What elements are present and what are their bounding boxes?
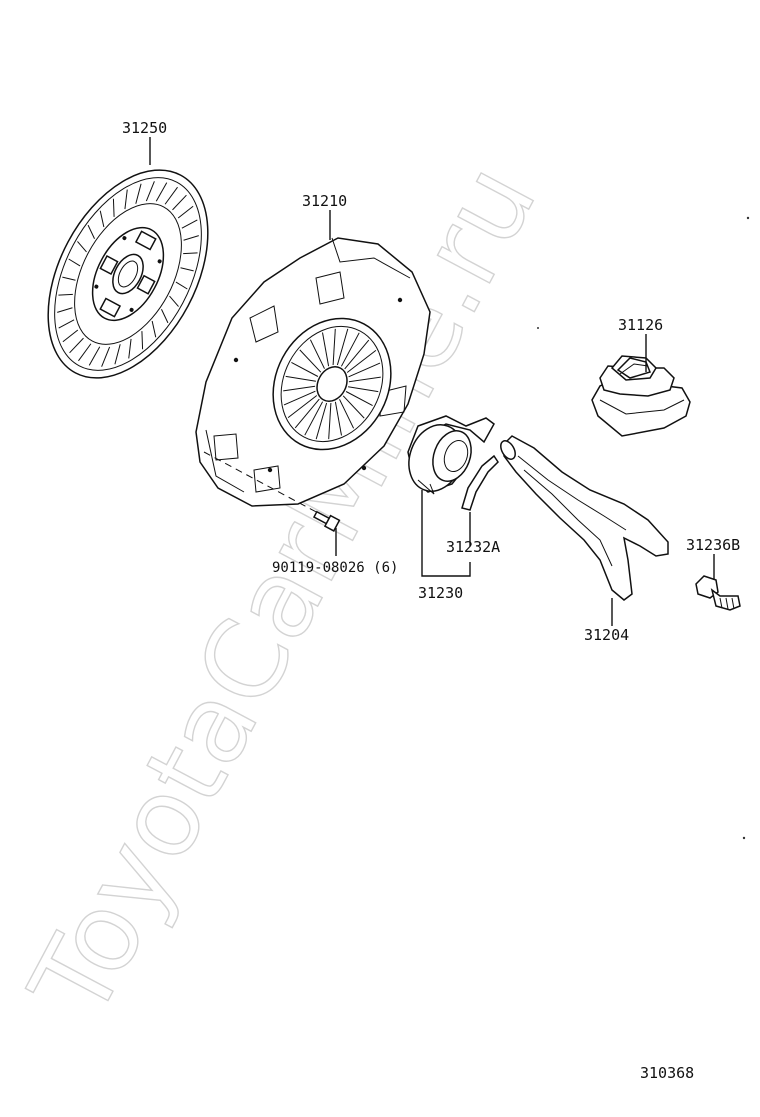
fork-support[interactable] — [695, 575, 741, 611]
disc-groove — [112, 198, 115, 217]
diaphragm-finger — [336, 328, 349, 366]
disc-groove — [62, 276, 76, 281]
diaphragm-finger — [344, 339, 370, 370]
disc-groove — [101, 346, 111, 367]
release-fork[interactable] — [498, 435, 669, 601]
disc-groove — [183, 252, 198, 255]
disc-groove — [177, 205, 194, 219]
diaphragm-finger — [342, 395, 365, 419]
disc-groove — [155, 182, 168, 202]
label-fork-support: 31236B — [686, 536, 740, 554]
diaphragm-finger — [328, 402, 332, 440]
disc-groove — [87, 224, 95, 239]
disc-groove — [62, 329, 79, 343]
disc-groove — [151, 320, 157, 338]
boot[interactable] — [591, 355, 691, 437]
label-clutch-disc: 31250 — [122, 119, 167, 137]
disc-groove — [58, 293, 73, 296]
disc-groove — [172, 194, 187, 211]
diaphragm-finger — [339, 399, 355, 429]
diaphragm-finger — [309, 339, 325, 369]
disc-groove — [141, 331, 144, 350]
disc-groove — [169, 295, 179, 307]
disc-groove — [78, 343, 92, 362]
disc-groove — [88, 346, 101, 366]
disc-groove — [57, 307, 73, 313]
disc-groove — [183, 235, 199, 241]
disc-groove — [68, 258, 81, 267]
diagram-id: 310368 — [640, 1064, 694, 1082]
disc-groove — [124, 189, 128, 210]
diaphragm-finger — [291, 361, 319, 377]
cover-bolt[interactable] — [312, 509, 341, 532]
diaphragm-finger — [348, 376, 381, 383]
label-cover-bolt: 90119-08026 (6) — [272, 560, 398, 576]
diaphragm-finger — [287, 395, 318, 418]
diaphragm-finger — [346, 350, 377, 373]
disc-groove — [164, 186, 178, 205]
diaphragm-finger — [285, 375, 316, 382]
diaphragm-finger — [294, 398, 320, 429]
label-release-fork: 31204 — [584, 626, 629, 644]
diaphragm-finger — [299, 349, 322, 373]
disc-groove — [69, 337, 84, 354]
disc-groove — [77, 241, 87, 253]
label-clutch-cover: 31210 — [302, 192, 347, 210]
clutch-cover[interactable] — [195, 237, 431, 507]
diaphragm-finger — [322, 332, 330, 367]
diaphragm-finger — [283, 390, 316, 406]
diaphragm-finger — [304, 401, 324, 436]
clip[interactable] — [461, 454, 499, 511]
clutch-disc[interactable] — [15, 143, 240, 405]
label-clip: 31232A — [446, 538, 500, 556]
disc-groove — [135, 183, 142, 204]
label-boot: 31126 — [618, 316, 663, 334]
disc-groove — [145, 181, 155, 202]
disc-groove — [181, 219, 198, 229]
release-bearing[interactable] — [400, 415, 495, 499]
label-release-bearing: 31230 — [418, 584, 463, 602]
diaphragm-finger — [283, 385, 316, 392]
diaphragm-finger — [348, 386, 379, 393]
diaphragm-finger — [340, 332, 360, 367]
disc-groove — [180, 267, 194, 272]
disc-groove — [58, 319, 75, 329]
disc-groove — [161, 309, 169, 324]
diaphragm-finger — [334, 401, 342, 436]
disc-groove — [114, 344, 121, 365]
diaphragm-finger — [332, 328, 336, 366]
diaphragm-finger — [315, 402, 328, 440]
disc-groove — [99, 210, 105, 228]
diaphragm-finger — [345, 391, 373, 407]
disc-groove — [128, 338, 132, 359]
disc-groove — [175, 281, 188, 290]
diaphragm-finger — [348, 362, 381, 378]
